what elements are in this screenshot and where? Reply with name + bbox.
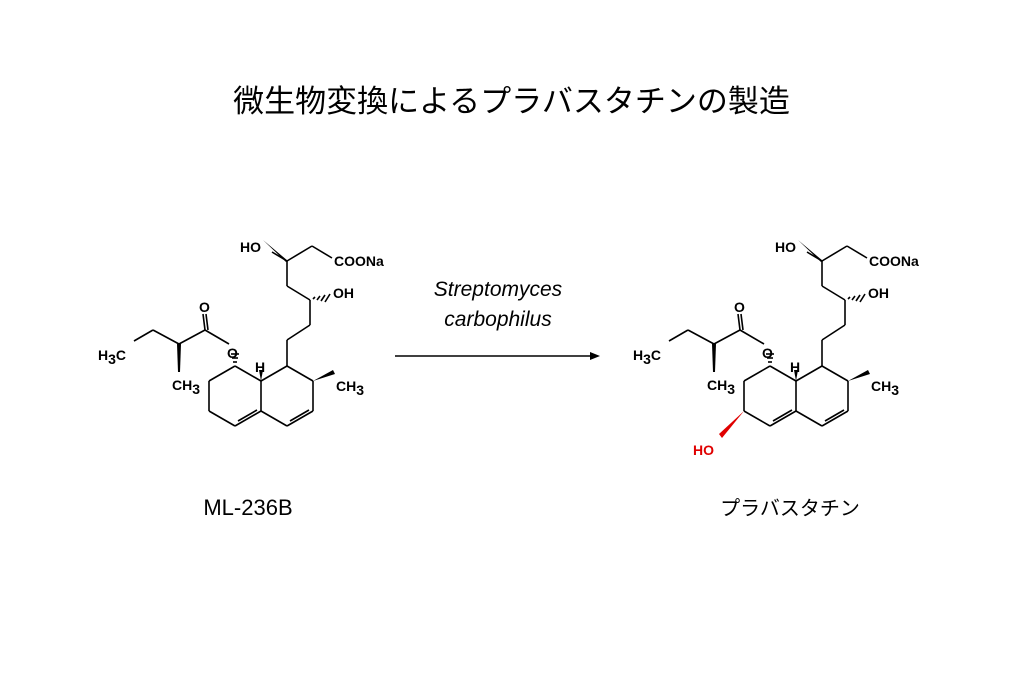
- label-h3c: H3C: [633, 347, 661, 367]
- arrow-head-icon: [590, 352, 600, 360]
- label-coona: COONa: [334, 253, 384, 269]
- reagent-organism-species: carbophilus: [444, 308, 552, 331]
- page-title: 微生物変換によるプラバスタチンの製造: [233, 84, 790, 120]
- label-carbonyl-o: O: [199, 299, 210, 315]
- label-ch3-side: CH3: [707, 377, 735, 397]
- label-ester-o: O: [227, 345, 238, 361]
- label-ho-new: HO: [693, 442, 714, 458]
- label-ho-top: HO: [240, 239, 261, 255]
- compound-name-pravastatin: プラバスタチン: [720, 496, 860, 520]
- label-h: H: [790, 359, 800, 375]
- label-ch3-ring: CH3: [871, 378, 899, 398]
- label-ch3-side: CH3: [172, 377, 200, 397]
- label-ch3-ring: CH3: [336, 378, 364, 398]
- label-ho-top: HO: [775, 239, 796, 255]
- compound-name-ml-236b: ML-236B: [203, 495, 293, 520]
- label-carbonyl-o: O: [734, 299, 745, 315]
- label-coona: COONa: [869, 253, 919, 269]
- label-h3c: H3C: [98, 347, 126, 367]
- label-h: H: [255, 359, 265, 375]
- label-oh: OH: [868, 285, 889, 301]
- label-ester-o: O: [762, 345, 773, 361]
- reagent-organism-genus: Streptomyces: [433, 278, 563, 301]
- label-oh: OH: [333, 285, 354, 301]
